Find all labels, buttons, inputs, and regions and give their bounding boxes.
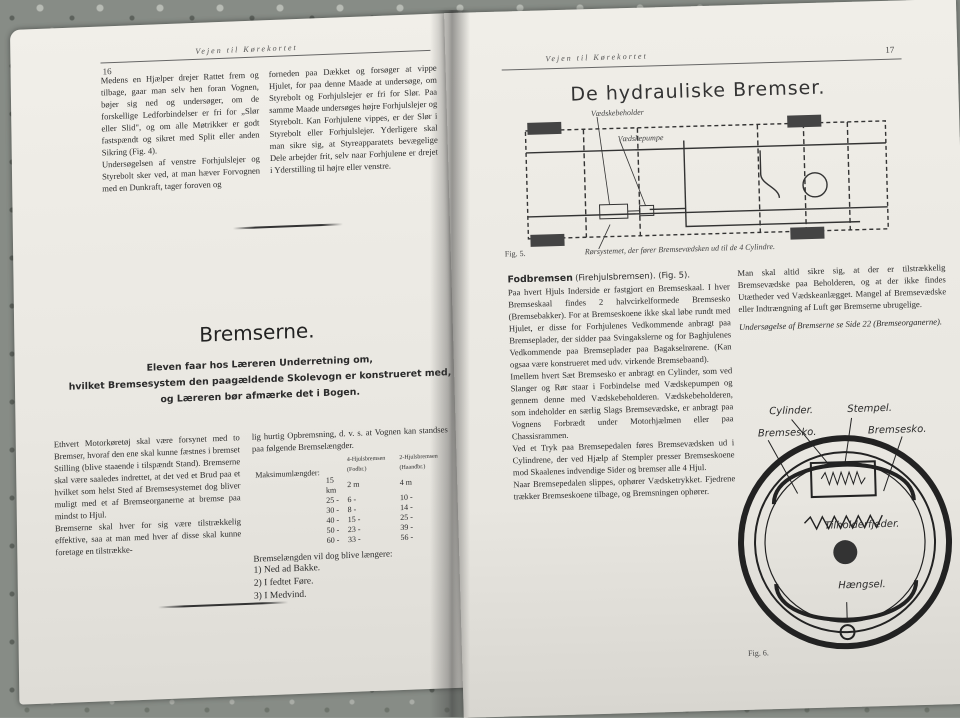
left-body2: lig hurtig Opbremsning, d. v. s. at Vogn… — [252, 423, 454, 604]
left-running-head: Vejen til Kørekortet — [195, 43, 297, 56]
right-running-head: Vejen til Kørekortet — [545, 51, 648, 63]
fig6-label-bremsesko-right: Bremsesko. — [868, 424, 927, 437]
table-header: 4-Hjulsbremsen (Fodbr.) — [344, 453, 397, 475]
fig5-label-reservoir: Vædskebeholder — [591, 108, 644, 118]
left-divider-top — [233, 223, 343, 229]
subhead-rest: (Firehjulsbremsen). (Fig. 5). — [575, 269, 690, 282]
right-colA: Fodbremsen (Firehjulsbremsen). (Fig. 5).… — [507, 267, 735, 502]
table-label: Maksimumlængder: — [252, 456, 324, 549]
fig6-label-haengsel: Hængsel. — [838, 579, 886, 591]
colB-reference: Undersøgelse af Bremserne se Side 22 (Br… — [739, 315, 947, 333]
right-page: Vejen til Kørekortet 17 De hydrauliske B… — [444, 0, 960, 718]
section-intro: Eleven faar hos Læreren Underretning om,… — [65, 349, 456, 412]
left-body1-text: Ethvert Motorkøretøj skal være forsynet … — [54, 431, 242, 558]
fig6-label-tilholderfjeder: Tilholderfjeder. — [824, 519, 899, 532]
fig6-number: Fig. 6. — [748, 648, 769, 658]
body2-intro: lig hurtig Opbremsning, d. v. s. at Vogn… — [252, 423, 448, 455]
hydraulic-title: De hydrauliske Bremser. — [570, 77, 826, 106]
fig5-label-pump: Vædskepumpe — [618, 133, 664, 143]
fig6-label-stempel: Stempel. — [847, 403, 892, 415]
brake-distance-table: Maksimumlængder: 4-Hjulsbremsen (Fodbr.)… — [252, 451, 453, 549]
colB-text: Man skal altid sikre sig, at der er tils… — [737, 261, 946, 315]
fig5-number: Fig. 5. — [505, 249, 526, 259]
subhead-bold: Fodbremsen — [507, 273, 573, 286]
left-page: 16 Vejen til Kørekortet Medens en Hjælpe… — [10, 13, 471, 705]
left-divider-bottom — [158, 601, 288, 608]
table-header — [323, 455, 345, 476]
fig6-label-bremsesko-left: Bremsesko. — [758, 427, 817, 440]
conditions-list: 1) Ned ad Bakke. 2) I fedtet Føre. 3) I … — [254, 557, 451, 604]
section-title: Bremserne. — [199, 318, 315, 346]
right-colB: Man skal altid sikre sig, at der er tils… — [737, 261, 947, 333]
left-col1-text: Medens en Hjælper drejer Rattet frem og … — [101, 68, 261, 194]
fig6-label-cylinder: Cylinder. — [769, 405, 813, 417]
left-col2-text: forneden paa Dækket og forsøger at vippe… — [269, 62, 438, 176]
colA-text: Paa hvert Hjuls Inderside er fastgjort e… — [508, 280, 736, 502]
right-page-number: 17 — [885, 45, 894, 55]
table-header: 2-Hjulsbremsen (Haandbr.) — [396, 451, 452, 473]
